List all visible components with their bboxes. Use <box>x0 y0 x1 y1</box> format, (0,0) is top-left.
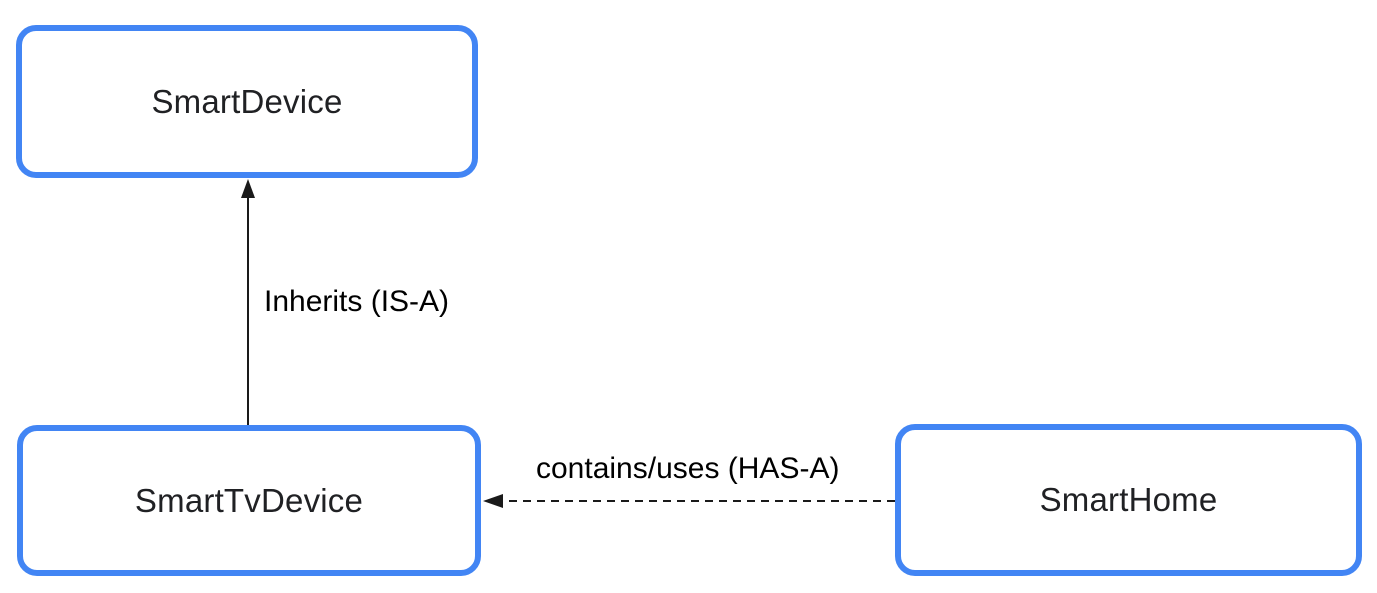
node-smart-home: SmartHome <box>895 424 1362 576</box>
edge-label-has-a: contains/uses (HAS-A) <box>536 452 840 485</box>
node-smart-tv-device-label: SmartTvDevice <box>134 481 364 519</box>
node-smart-device: SmartDevice <box>16 25 478 178</box>
composition-arrowhead <box>483 494 503 508</box>
node-smart-home-label: SmartHome <box>1039 481 1218 518</box>
inheritance-arrowhead <box>241 179 255 198</box>
edge-label-inherits: Inherits (IS-A) <box>264 285 450 318</box>
node-smart-device-label: SmartDevice <box>151 82 343 120</box>
node-smart-tv-device: SmartTvDevice <box>17 425 481 576</box>
